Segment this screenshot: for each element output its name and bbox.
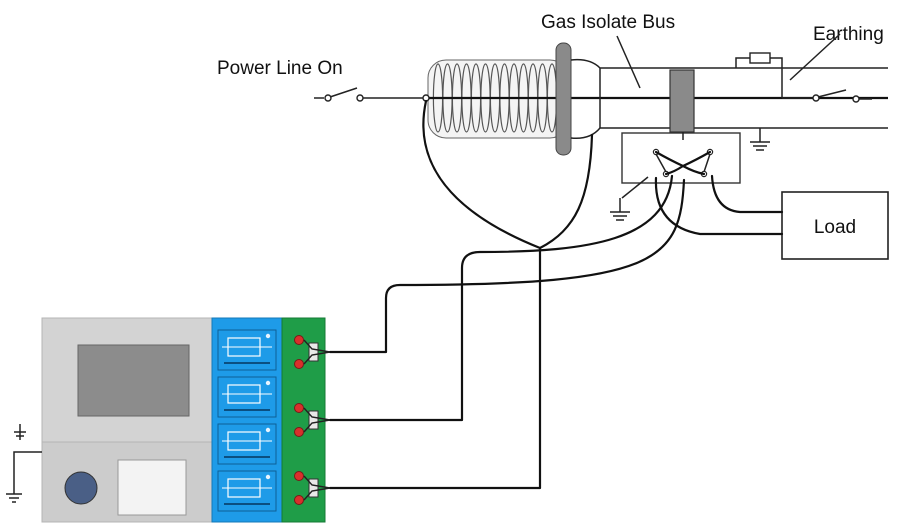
instrument-panel-white <box>117 459 187 516</box>
earthing-label: Earthing <box>813 24 884 45</box>
test-wires <box>328 99 784 490</box>
power-line-on-label: Power Line On <box>217 58 343 79</box>
earthing-assembly <box>735 33 872 103</box>
bus-insulator <box>669 69 695 133</box>
test-instrument <box>41 317 213 523</box>
load-label: Load <box>814 217 856 238</box>
module-block <box>217 470 277 512</box>
terminal-red[interactable] <box>294 471 304 481</box>
resistor-icon <box>749 52 771 64</box>
load-box: Load <box>781 191 889 260</box>
clamp-connector <box>308 342 319 362</box>
switch-box <box>621 132 741 199</box>
bushing-coil-icon <box>422 59 670 139</box>
green-terminal-panel <box>281 317 331 523</box>
blue-module-panel <box>211 317 283 523</box>
power-line-switch <box>314 87 426 102</box>
terminal-red[interactable] <box>294 403 304 413</box>
terminal-red[interactable] <box>294 359 304 369</box>
ground-icon <box>6 493 22 503</box>
ground-icon <box>750 128 770 151</box>
terminal-red[interactable] <box>294 427 304 437</box>
switch-icon <box>324 94 332 102</box>
bus-flange <box>555 42 572 156</box>
instrument-knob[interactable] <box>64 471 98 505</box>
clamp-connector <box>308 410 319 430</box>
clamp-connector <box>308 478 319 498</box>
ground-icon <box>610 198 630 221</box>
module-block <box>217 329 277 371</box>
gas-isolate-bus-label: Gas Isolate Bus <box>541 12 675 33</box>
instrument-ground <box>6 424 42 503</box>
module-block <box>217 376 277 418</box>
module-block <box>217 423 277 465</box>
instrument-display <box>77 344 190 417</box>
terminal-red[interactable] <box>294 495 304 505</box>
gas-isolate-bus <box>570 35 888 140</box>
switch-icon <box>812 94 820 102</box>
terminal-red[interactable] <box>294 335 304 345</box>
